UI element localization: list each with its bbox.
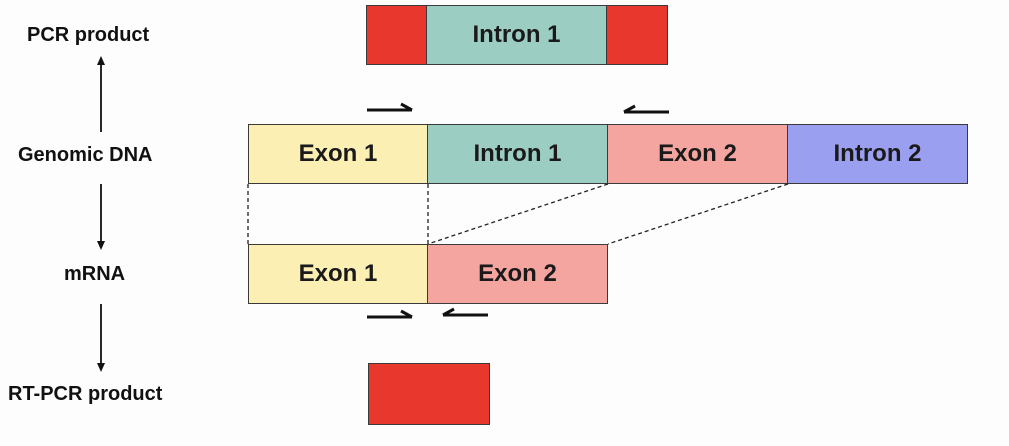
genomic-exon-2: Exon 2 bbox=[608, 124, 788, 184]
pcr-product-right-exon-end bbox=[607, 5, 668, 65]
mrna-label: mRNA bbox=[64, 263, 126, 285]
genomic-intron-2: Intron 2 bbox=[788, 124, 968, 184]
rt-pcr-product-label: RT-PCR product bbox=[8, 383, 163, 405]
genomic-dna-label: Genomic DNA bbox=[18, 144, 153, 166]
pcr-product-label: PCR product bbox=[27, 24, 150, 46]
genomic-reverse-primer-icon bbox=[623, 104, 669, 114]
pcr-product-left-exon-end bbox=[366, 5, 427, 65]
mrna-exon-1: Exon 1 bbox=[248, 244, 428, 304]
genomic-exon-1: Exon 1 bbox=[248, 124, 428, 184]
mrna-forward-primer-icon bbox=[367, 309, 413, 319]
mrna-reverse-primer-icon bbox=[442, 307, 488, 317]
rt-pcr-product-band bbox=[368, 363, 490, 425]
genomic-intron-1: Intron 1 bbox=[428, 124, 608, 184]
genomic-forward-primer-icon bbox=[367, 102, 413, 112]
mrna-exon-2: Exon 2 bbox=[428, 244, 608, 304]
splicing-guide-lines bbox=[247, 183, 789, 245]
pcr-product-intron-1: Intron 1 bbox=[427, 5, 607, 65]
